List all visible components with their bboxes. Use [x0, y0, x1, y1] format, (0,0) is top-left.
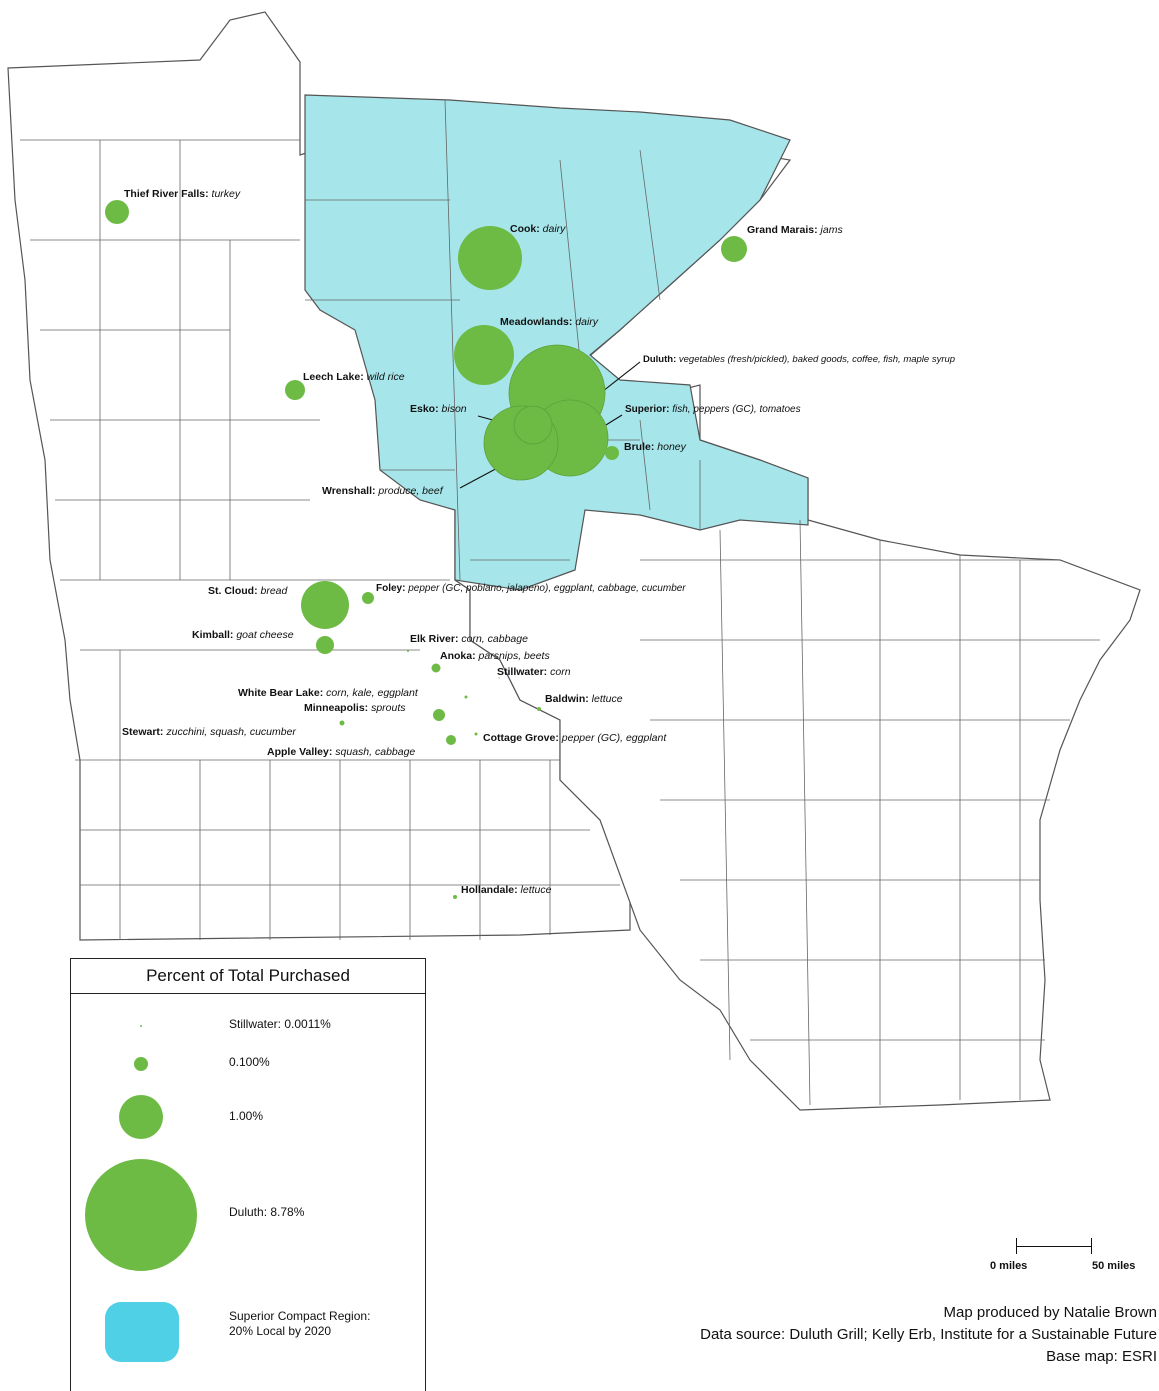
- legend-symbol-small: [134, 1057, 148, 1071]
- label-kimball: Kimball: goat cheese: [192, 629, 294, 641]
- label-brule: Brule: honey: [624, 441, 687, 453]
- legend-label: 1.00%: [229, 1109, 264, 1123]
- label-grand-marais: Grand Marais: jams: [747, 224, 843, 236]
- bubble-kimball: [316, 636, 334, 654]
- bubble-stewart: [339, 720, 345, 726]
- legend-label: 0.100%: [229, 1055, 270, 1069]
- label-leech-lake: Leech Lake: wild rice: [303, 371, 405, 383]
- label-wrenshall: Wrenshall: produce, beef: [322, 485, 444, 497]
- label-stewart: Stewart: zucchini, squash, cucumber: [122, 726, 296, 738]
- superior-compact-region: [304, 94, 809, 591]
- bubble-minneapolis: [433, 709, 445, 721]
- label-thief-river-falls: Thief River Falls: turkey: [124, 188, 241, 200]
- bubble-hollandale: [453, 895, 457, 899]
- label-baldwin: Baldwin: lettuce: [545, 693, 623, 705]
- legend-symbol-medium: [119, 1095, 163, 1139]
- label-cottage-grove: Cottage Grove: pepper (GC), eggplant: [483, 732, 667, 744]
- legend-label: Stillwater: 0.0011%: [229, 1017, 331, 1031]
- label-duluth: Duluth: vegetables (fresh/pickled), bake…: [643, 354, 955, 365]
- purchase-bubbles: [105, 200, 747, 899]
- label-apple-valley: Apple Valley: squash, cabbage: [267, 746, 415, 758]
- bubble-st-cloud: [301, 581, 349, 629]
- label-cook: Cook: dairy: [510, 223, 566, 235]
- bubble-elk-river: [407, 650, 409, 652]
- bubble-baldwin: [537, 707, 541, 711]
- scale-label-left: 0 miles: [990, 1260, 1028, 1272]
- bubble-stillwater: [498, 677, 500, 679]
- legend-title: Percent of Total Purchased: [71, 959, 425, 994]
- bubble-cottage-grove: [474, 732, 478, 736]
- label-st-cloud: St. Cloud: bread: [208, 585, 289, 597]
- label-elk-river: Elk River: corn, cabbage: [410, 633, 528, 645]
- bubble-white-bear-lake: [464, 695, 468, 699]
- bubble-thief-river-falls: [105, 200, 129, 224]
- bubble-brule: [605, 446, 619, 460]
- credits: Map produced by Natalie Brown Data sourc…: [700, 1302, 1157, 1368]
- legend-symbol-smallest: [140, 1025, 142, 1027]
- label-superior: Superior: fish, peppers (GC), tomatoes: [625, 404, 801, 415]
- label-meadowlands: Meadowlands: dairy: [500, 316, 599, 328]
- bubble-anoka: [431, 663, 441, 673]
- legend-region-label: Superior Compact Region: 20% Local by 20…: [229, 1309, 370, 1339]
- scale-bar: 0 miles 50 miles: [990, 1234, 1140, 1274]
- legend: Percent of Total Purchased Stillwater: 0…: [70, 958, 426, 1391]
- bubble-apple-valley: [446, 735, 456, 745]
- bubble-foley: [362, 592, 374, 604]
- legend-region-line1: Superior Compact Region:: [229, 1309, 371, 1323]
- legend-region-line2: 20% Local by 2020: [229, 1324, 332, 1338]
- label-hollandale: Hollandale: lettuce: [461, 884, 552, 896]
- label-stillwater: Stillwater: corn: [497, 666, 571, 678]
- bubble-cook: [458, 226, 522, 290]
- legend-region-swatch: [105, 1302, 179, 1362]
- label-foley: Foley: pepper (GC, poblano, jalapeno), e…: [376, 583, 686, 594]
- bubble-meadowlands: [454, 325, 514, 385]
- label-white-bear-lake: White Bear Lake: corn, kale, eggplant: [238, 687, 419, 699]
- bubble-leech-lake: [285, 380, 305, 400]
- label-anoka: Anoka: parsnips, beets: [440, 650, 550, 662]
- scale-tick-right: [1091, 1238, 1092, 1254]
- credit-data-source: Data source: Duluth Grill; Kelly Erb, In…: [700, 1326, 1157, 1343]
- credit-base-map: Base map: ESRI: [1046, 1348, 1157, 1365]
- scale-label-right: 50 miles: [1092, 1260, 1136, 1272]
- bubble-grand-marais: [721, 236, 747, 262]
- legend-label: Duluth: 8.78%: [229, 1205, 305, 1219]
- bubble-esko: [513, 405, 553, 445]
- credit-author: Map produced by Natalie Brown: [943, 1304, 1157, 1321]
- label-minneapolis: Minneapolis: sprouts: [304, 702, 406, 714]
- label-esko: Esko: bison: [410, 403, 467, 415]
- county-boundaries: [20, 99, 1100, 1106]
- scale-tick-left: [1016, 1238, 1017, 1254]
- legend-symbol-largest: [85, 1159, 197, 1271]
- scale-line: [1016, 1246, 1092, 1247]
